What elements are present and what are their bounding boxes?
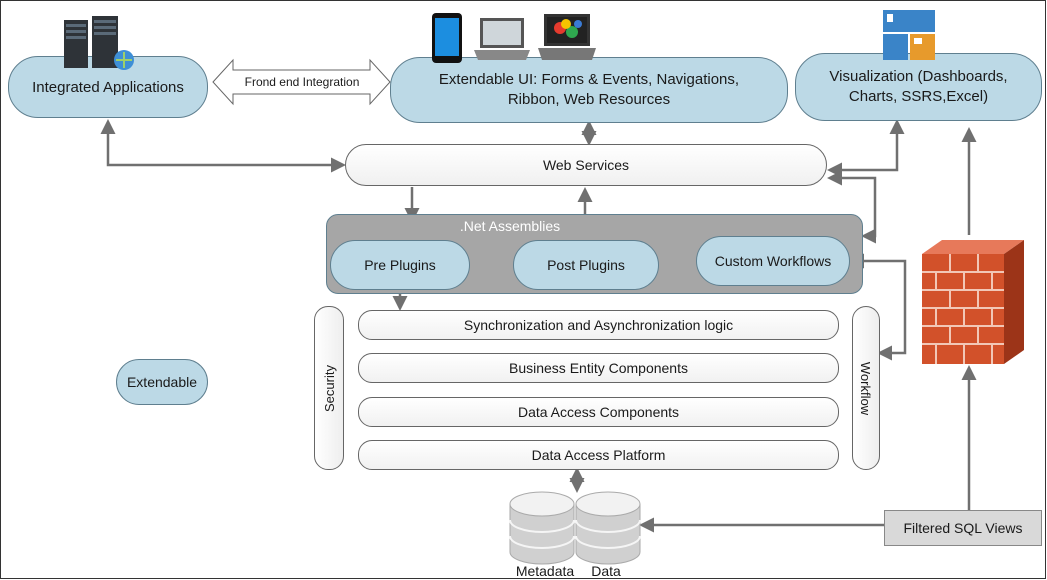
customworkflows-workflow-connector	[849, 253, 907, 361]
filtered-sql-views-node: Filtered SQL Views	[884, 510, 1042, 546]
security-label: Security	[321, 364, 337, 412]
extendable-ui-node: Extendable UI: Forms & Events, Navigatio…	[390, 57, 788, 123]
pre-plugins-label: Pre Plugins	[364, 257, 436, 273]
workflow-label: Workflow	[858, 361, 874, 415]
pre-plugins-node: Pre Plugins	[330, 240, 470, 290]
data-db-icon	[575, 491, 641, 565]
apps-webservices-connector	[100, 119, 346, 173]
server-icon	[64, 16, 134, 70]
laptop-colorful-icon	[538, 14, 596, 60]
firewall-icon	[922, 240, 1024, 364]
net-assemblies-label: .Net Assemblies	[459, 218, 561, 234]
webservices-assemblies-side-connector	[827, 170, 877, 244]
metadata-db-icon	[509, 491, 575, 565]
viz-webservices-connector	[827, 119, 905, 178]
sync-logic-bar: Synchronization and Asynchronization log…	[358, 310, 839, 340]
data-label: Data	[591, 563, 621, 579]
metadata-label: Metadata	[515, 563, 575, 579]
extendable-label: Extendable	[126, 374, 198, 390]
laptop-icon	[474, 18, 530, 60]
integrated-applications-label: Integrated Applications	[32, 78, 184, 96]
integrated-applications-node: Integrated Applications	[8, 56, 208, 118]
data-access-platform-bar: Data Access Platform	[358, 440, 839, 470]
business-entity-bar: Business Entity Components	[358, 353, 839, 383]
visualization-node: Visualization (Dashboards, Charts, SSRS,…	[795, 53, 1042, 121]
data-access-platform-label: Data Access Platform	[531, 447, 666, 463]
frontend-integration-label: Frond end Integration	[244, 75, 360, 89]
database-icon	[509, 491, 641, 565]
custom-workflows-node: Custom Workflows	[696, 236, 850, 286]
business-entity-label: Business Entity Components	[509, 360, 688, 376]
extendable-ui-label: Extendable UI: Forms & Events, Navigatio…	[438, 71, 740, 108]
data-access-components-label: Data Access Components	[517, 404, 680, 420]
data-access-components-bar: Data Access Components	[358, 397, 839, 427]
dashboard-icon	[883, 10, 935, 60]
workflow-bar: Workflow	[852, 306, 880, 470]
post-plugins-label: Post Plugins	[547, 257, 625, 273]
web-services-label: Web Services	[542, 157, 630, 173]
tablet-icon	[432, 13, 462, 63]
extendable-legend: Extendable	[116, 359, 208, 405]
sync-logic-label: Synchronization and Asynchronization log…	[463, 317, 734, 333]
post-plugins-node: Post Plugins	[513, 240, 659, 290]
web-services-node: Web Services	[345, 144, 827, 186]
custom-workflows-label: Custom Workflows	[714, 253, 832, 269]
visualization-label: Visualization (Dashboards, Charts, SSRS,…	[829, 68, 1008, 105]
security-bar: Security	[314, 306, 344, 470]
filtered-sql-views-label: Filtered SQL Views	[903, 520, 1023, 536]
